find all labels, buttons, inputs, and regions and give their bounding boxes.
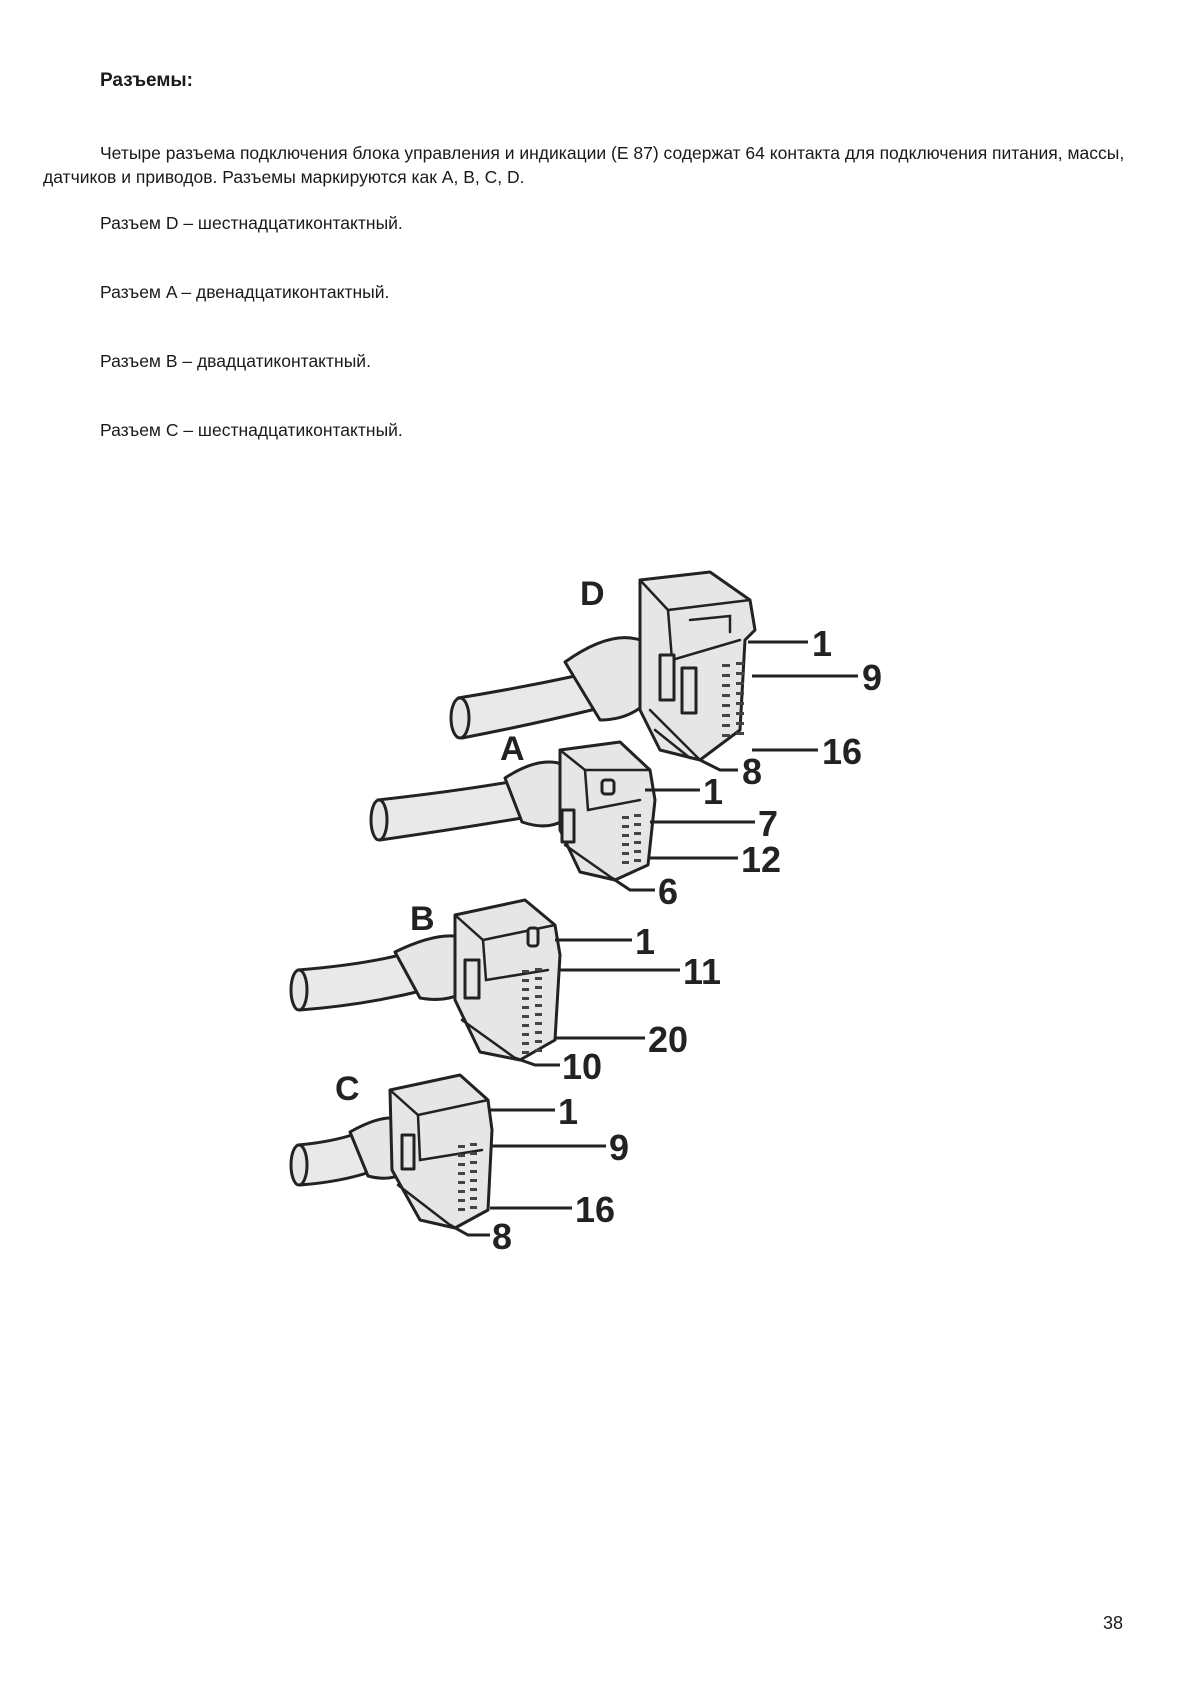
connector-c-letter: C xyxy=(335,1070,360,1108)
connector-d-pin-first: 1 xyxy=(812,623,832,664)
intro-paragraph: Четыре разъема подключения блока управле… xyxy=(43,143,1125,187)
connector-a-pin-last: 12 xyxy=(741,839,781,880)
spec-connector-c: Разъем C – шестнадцатиконтактный. xyxy=(100,420,403,440)
connector-c-pin-first: 1 xyxy=(558,1091,578,1132)
connectors-figure: D 1 9 16 8 xyxy=(0,560,1190,1330)
connector-b-pin-first-row-end: 10 xyxy=(562,1046,602,1087)
connector-d-pin-second-row-start: 9 xyxy=(862,657,882,698)
connector-b-pin-grid xyxy=(522,968,542,1054)
connector-b-letter: B xyxy=(410,900,435,938)
spec-connector-d: Разъем D – шестнадцатиконтактный. xyxy=(100,213,403,233)
connector-a-pin-second-row-start: 7 xyxy=(758,803,778,844)
spec-connector-a: Разъем A – двенадцатиконтактный. xyxy=(100,282,390,302)
connector-a-cable xyxy=(372,780,524,842)
connector-a-letter: A xyxy=(500,730,525,768)
connectors-drawing: D 1 9 16 8 xyxy=(289,570,882,1257)
connector-d: D 1 9 16 8 xyxy=(449,570,882,792)
connector-c-pin-last: 16 xyxy=(575,1189,615,1230)
connector-c: C 1 9 16 8 xyxy=(289,1070,629,1257)
connector-a-pin-first: 1 xyxy=(703,771,723,812)
connector-a-pin-grid xyxy=(622,814,641,864)
connector-b-pin-last: 20 xyxy=(648,1019,688,1060)
connector-a: A 1 7 12 6 xyxy=(369,730,781,912)
connector-b: B 1 11 20 10 xyxy=(289,898,721,1087)
connector-a-pin-first-row-end: 6 xyxy=(658,871,678,912)
section-heading: Разъемы: xyxy=(100,70,193,91)
connector-b-pin-first: 1 xyxy=(635,921,655,962)
connector-c-pin-second-row-start: 9 xyxy=(609,1127,629,1168)
connector-c-pin-grid xyxy=(458,1143,477,1211)
connector-d-pin-last: 16 xyxy=(822,731,862,772)
connector-d-pin-first-row-end: 8 xyxy=(742,751,762,792)
connector-d-letter: D xyxy=(580,575,605,613)
page-number: 38 xyxy=(1103,1613,1124,1633)
connector-c-pin-first-row-end: 8 xyxy=(492,1216,512,1257)
connector-d-pin-grid xyxy=(722,662,744,737)
connector-a-housing xyxy=(558,740,657,882)
spec-connector-b: Разъем B – двадцатиконтактный. xyxy=(100,351,371,371)
connector-b-pin-second-row-start: 11 xyxy=(683,951,721,992)
